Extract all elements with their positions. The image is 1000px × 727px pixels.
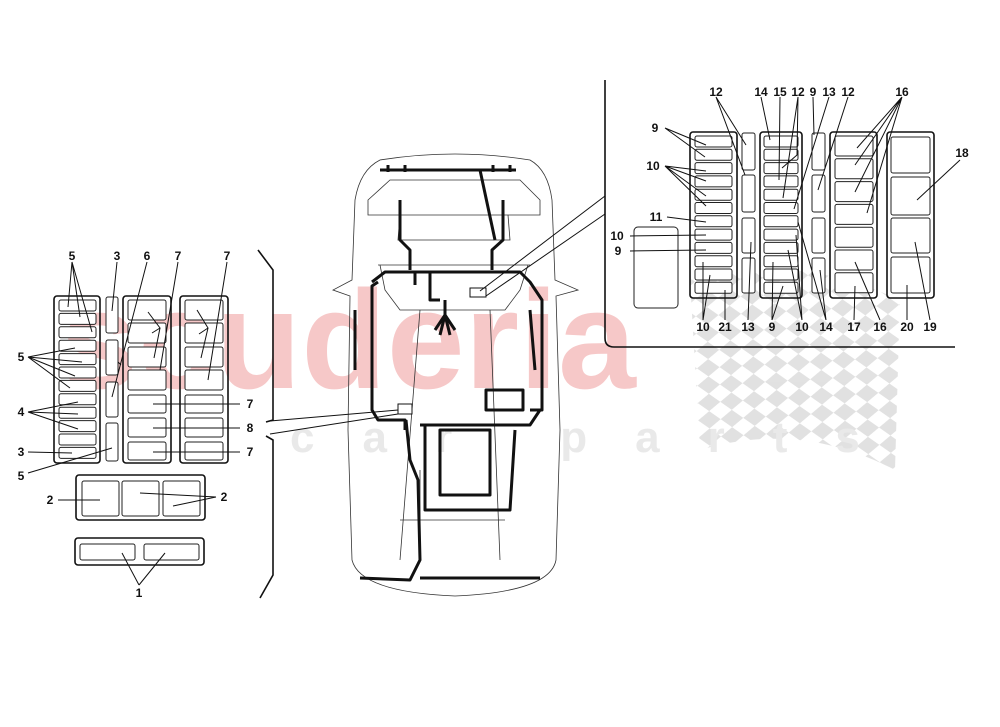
fuse-slot (58, 353, 97, 366)
callout-12: 12 (841, 85, 855, 99)
fuse-slot (763, 228, 799, 241)
callout-16: 16 (895, 85, 909, 99)
fuse-slot (763, 188, 799, 201)
callout-9: 9 (769, 320, 776, 334)
fuse-slot (763, 202, 799, 214)
callout-8: 8 (247, 421, 254, 435)
fuse-slot (834, 135, 874, 157)
callout-13: 13 (741, 320, 755, 334)
front-relay-box (469, 287, 487, 298)
fuse-slot (184, 346, 224, 368)
callout-1: 1 (136, 586, 143, 600)
callout-20: 20 (900, 320, 914, 334)
fuse-slot (58, 420, 97, 433)
callout-10: 10 (795, 320, 809, 334)
fuse-slot (184, 299, 224, 321)
callout-7: 7 (175, 249, 182, 263)
fuse-slot (694, 268, 733, 281)
fuse-slot (127, 441, 167, 461)
fuse-slot (58, 339, 97, 352)
callout-5: 5 (18, 350, 25, 364)
callout-9: 9 (615, 244, 622, 258)
checkered-flag-watermark (690, 268, 900, 470)
fuse-slot (127, 322, 167, 344)
fuse-slot (834, 226, 874, 248)
callout-5: 5 (69, 249, 76, 263)
callout-17: 17 (847, 320, 861, 334)
callout-9: 9 (652, 121, 659, 135)
fuse-slot (834, 249, 874, 271)
fuse-slot (763, 241, 799, 254)
fuse-slot (58, 406, 97, 419)
fuse-slot (184, 322, 224, 344)
callout-10: 10 (696, 320, 710, 334)
callout-12: 12 (791, 85, 805, 99)
fuse-slot (58, 433, 97, 446)
fuse-slot (127, 299, 167, 321)
callout-10: 10 (610, 229, 624, 243)
callout-4: 4 (18, 405, 25, 419)
fuse-slot (763, 135, 799, 148)
callout-3: 3 (114, 249, 121, 263)
fuse-slot (834, 181, 874, 203)
fuse-slot (694, 148, 733, 161)
callout-18: 18 (955, 146, 969, 160)
fuse-slot (694, 281, 733, 294)
fuse-slot (58, 393, 97, 406)
fuse-slot (58, 379, 97, 392)
callout-2: 2 (221, 490, 228, 504)
callout-7: 7 (247, 445, 254, 459)
fuse-slot (763, 255, 799, 268)
fuse-slot (58, 326, 97, 339)
callout-14: 14 (754, 85, 768, 99)
callout-11: 11 (650, 210, 663, 224)
callout-3: 3 (18, 445, 25, 459)
fuse-slot (694, 162, 733, 175)
callout-19: 19 (923, 320, 937, 334)
fuse-slot (694, 175, 733, 188)
callout-14: 14 (819, 320, 833, 334)
callout-7: 7 (247, 397, 254, 411)
fuse-slot (694, 215, 733, 228)
car-body-outline (332, 153, 580, 597)
car-wiring-harness (269, 153, 606, 597)
callout-21: 21 (718, 320, 732, 334)
fuse-slot (834, 272, 874, 294)
callout-16: 16 (873, 320, 887, 334)
fuse-slot (763, 162, 799, 175)
callout-9: 9 (810, 85, 817, 99)
fuse-slot (58, 366, 97, 379)
callout-13: 13 (822, 85, 836, 99)
fuse-slot (184, 369, 224, 391)
fuse-slot (127, 346, 167, 368)
fuse-slot (763, 215, 799, 228)
fuse-slot (694, 135, 733, 148)
right-fuse-panel: 12 14 15 12 9 13 12 16 9 10 11 10 9 18 1… (604, 80, 969, 348)
fuse-slot (694, 188, 733, 201)
fuse-slot (694, 228, 733, 241)
callout-6: 6 (144, 249, 151, 263)
fuse-slot (694, 255, 733, 268)
callout-5: 5 (18, 469, 25, 483)
callout-12: 12 (709, 85, 723, 99)
fuse-slot (694, 202, 733, 214)
fuse-slot (763, 175, 799, 188)
callout-2: 2 (47, 493, 54, 507)
fuse-slot (834, 203, 874, 225)
callout-15: 15 (773, 85, 787, 99)
left-fuse-panel: 5 3 6 7 7 5 4 3 5 7 8 7 2 2 1 (18, 249, 274, 600)
fuse-slot (58, 312, 97, 325)
callout-7: 7 (224, 249, 231, 263)
rear-relay-box (397, 403, 413, 415)
fuse-slot (694, 241, 733, 254)
fuse-slot (184, 441, 224, 461)
callout-10: 10 (646, 159, 660, 173)
fuse-slot (127, 369, 167, 391)
fuse-slot (834, 158, 874, 180)
